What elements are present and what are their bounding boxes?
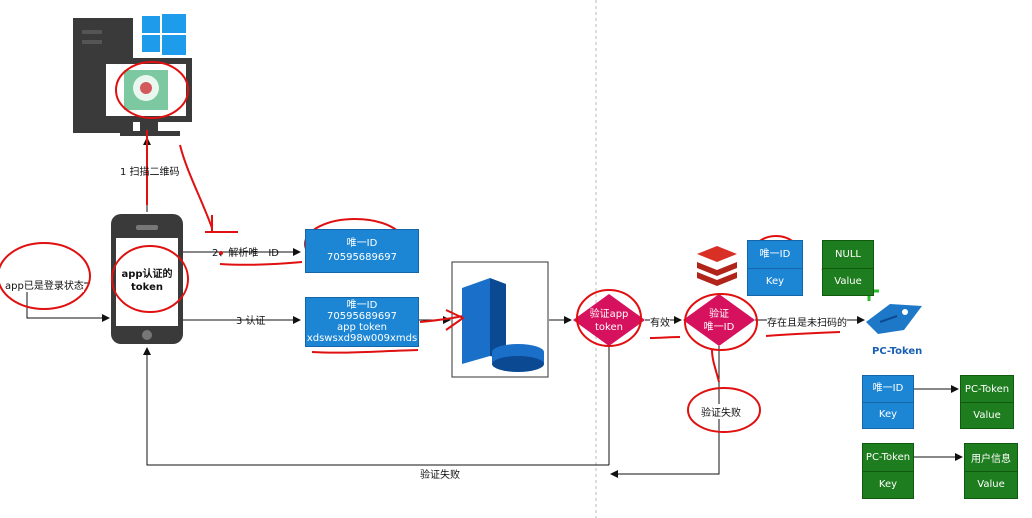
- map1-key-top: 唯一ID: [863, 376, 913, 403]
- verify-app-token-diamond: [573, 294, 645, 346]
- phone-token-line1: app认证的: [121, 269, 173, 280]
- auth-label: 3 认证: [236, 316, 266, 327]
- unique-id-box-line2: 70595689697: [327, 252, 397, 263]
- redis-icon: [697, 246, 737, 286]
- auth-payload-line2: 70595689697: [327, 311, 397, 322]
- map2-value-bottom: Value: [977, 479, 1005, 490]
- map2-value-box: 用户信息 Value: [964, 443, 1018, 499]
- redis-key-top: 唯一ID: [748, 241, 802, 269]
- phone-token-label: app认证的 token: [116, 268, 178, 294]
- key-icon: [866, 304, 922, 334]
- verify-app-token-text: 验证app token: [579, 308, 639, 334]
- null-value-bottom: Value: [834, 276, 862, 287]
- scan-qr-label: 1 扫描二维码: [120, 167, 180, 178]
- parse-id-label: 2、解析唯一ID: [212, 248, 280, 259]
- red-ink-annotations: [0, 61, 841, 433]
- map1-key-bottom: Key: [878, 409, 898, 420]
- auth-payload-line1: 唯一ID: [346, 300, 378, 311]
- unique-id-box: 唯一ID 70595689697: [305, 229, 419, 273]
- verify-unique-id-line2: 唯一ID: [703, 322, 735, 333]
- map2-key-top: PC-Token: [863, 444, 913, 472]
- verify-unique-id-line1: 验证: [709, 309, 729, 320]
- map2-value-top: 用户信息: [965, 444, 1017, 472]
- app-logged-in-label: app已是登录状态: [5, 277, 84, 292]
- null-value-box: NULL Value: [822, 240, 874, 296]
- verify-unique-id-text: 验证 唯一ID: [689, 308, 749, 334]
- map1-key-box: 唯一ID Key: [862, 375, 914, 429]
- map2-key-box: PC-Token Key: [862, 443, 914, 499]
- verify-app-token-line2: token: [595, 322, 623, 333]
- phone-token-line2: token: [131, 282, 163, 293]
- auth-payload-line3: app token: [337, 322, 387, 333]
- pc-token-title: PC-Token: [872, 346, 923, 357]
- auth-payload-box: 唯一ID 70595689697 app token xdswsxd98w009…: [305, 297, 419, 347]
- unique-id-box-line1: 唯一ID: [346, 238, 378, 249]
- map1-value-bottom: Value: [973, 409, 1001, 421]
- verify-fail-right-label: 验证失败: [701, 404, 741, 419]
- redis-key-box: 唯一ID Key: [747, 240, 803, 296]
- auth-payload-line4: xdswsxd98w009xmds: [306, 333, 418, 344]
- map2-key-bottom: Key: [878, 479, 898, 490]
- windows-logo-icon: [142, 14, 186, 55]
- valid-label: 有效: [650, 314, 670, 329]
- verify-app-token-line1: 验证app: [589, 309, 629, 320]
- verify-fail-bottom-label: 验证失败: [420, 470, 460, 481]
- qr-code-icon: [124, 70, 168, 110]
- desktop-computer-icon: [73, 18, 192, 136]
- redis-key-bottom: Key: [765, 275, 785, 287]
- exists-unscanned-label: 存在且是未扫码的: [767, 314, 847, 329]
- null-value-top: NULL: [823, 241, 873, 269]
- verify-unique-id-diamond: [683, 294, 755, 346]
- map1-value-top: PC-Token: [961, 376, 1013, 403]
- server-icon: [451, 261, 549, 378]
- map1-value-box: PC-Token Value: [960, 375, 1014, 429]
